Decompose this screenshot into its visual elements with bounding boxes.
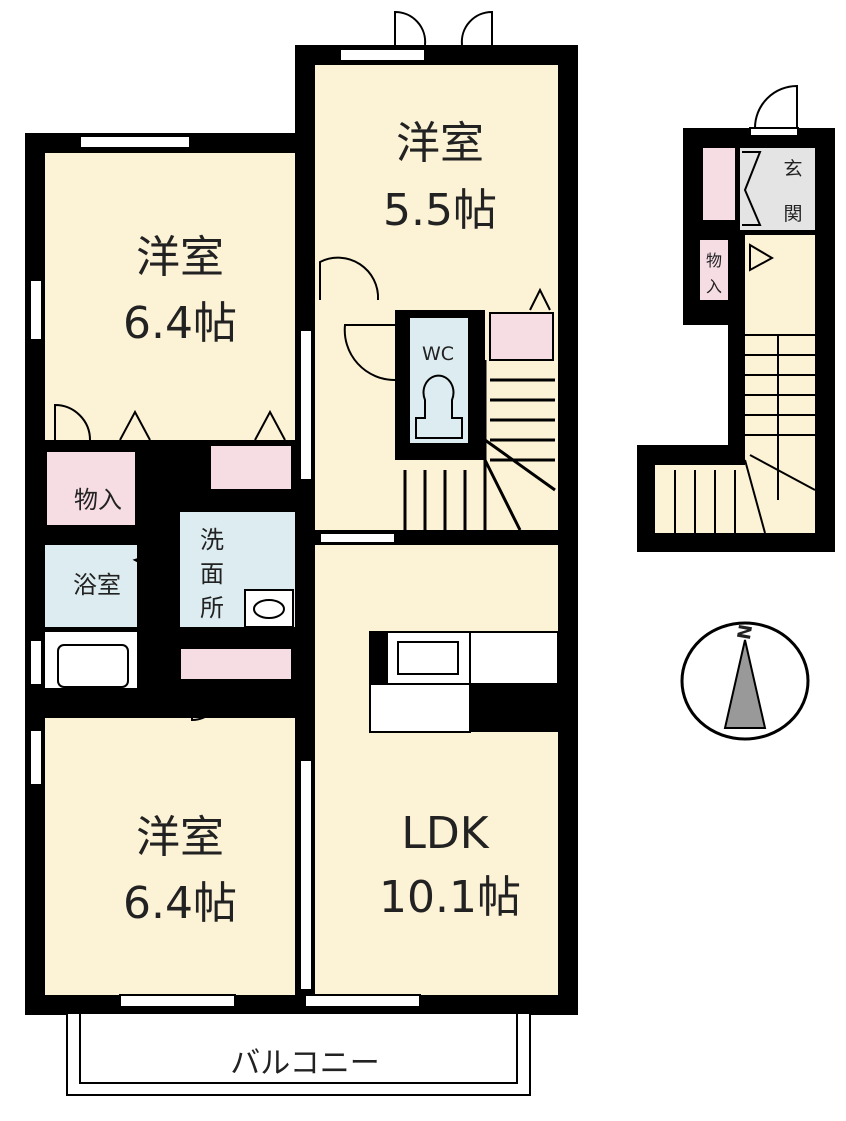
room-size-ldk: 10.1帖 [379, 872, 521, 923]
room-size-western-upper-left: 6.4帖 [123, 298, 237, 349]
washroom-label-1: 洗 [200, 526, 224, 554]
room-name-western-upper-left: 洋室 [136, 232, 224, 283]
room-name-western-top-right: 洋室 [396, 118, 484, 169]
room-name-western-lower-left: 洋室 [136, 812, 224, 863]
annex [637, 84, 835, 552]
room-size-western-top-right: 5.5帖 [383, 185, 497, 236]
annex-storage-label-2: 入 [706, 277, 722, 296]
closet-lower [179, 647, 293, 681]
toilet-icon [415, 374, 463, 439]
closet-upper [209, 444, 293, 491]
doors [54, 10, 551, 722]
windows [29, 48, 426, 1008]
entrance-label-1: 玄 [783, 158, 802, 180]
annex-storage-label-1: 物 [706, 251, 722, 270]
washroom-label-2: 面 [200, 560, 224, 588]
room-western-top-right [315, 65, 558, 315]
compass-north-label: N [734, 623, 757, 641]
wc-label: WC [422, 343, 454, 365]
kitchen-counter [369, 631, 578, 733]
bath-label: 浴室 [73, 571, 121, 599]
stairs-main [403, 360, 556, 531]
balcony [66, 1012, 531, 1096]
room-storage [47, 452, 135, 525]
balcony-label: バルコニー [230, 1046, 379, 1081]
room-ldk [315, 545, 558, 995]
sink [244, 589, 294, 628]
annex-storage [700, 240, 728, 300]
annex-entrance [740, 148, 815, 230]
compass-icon: N [680, 621, 810, 741]
storage-label: 物入 [74, 486, 122, 514]
room-name-ldk: LDK [401, 808, 489, 859]
closet-hall [489, 312, 554, 361]
room-bath [45, 545, 137, 627]
room-wc [410, 318, 468, 443]
room-western-upper-left [45, 153, 295, 440]
washroom-label-3: 所 [200, 594, 224, 622]
entrance-label-2: 関 [783, 203, 802, 225]
room-size-western-lower-left: 6.4帖 [123, 878, 237, 929]
